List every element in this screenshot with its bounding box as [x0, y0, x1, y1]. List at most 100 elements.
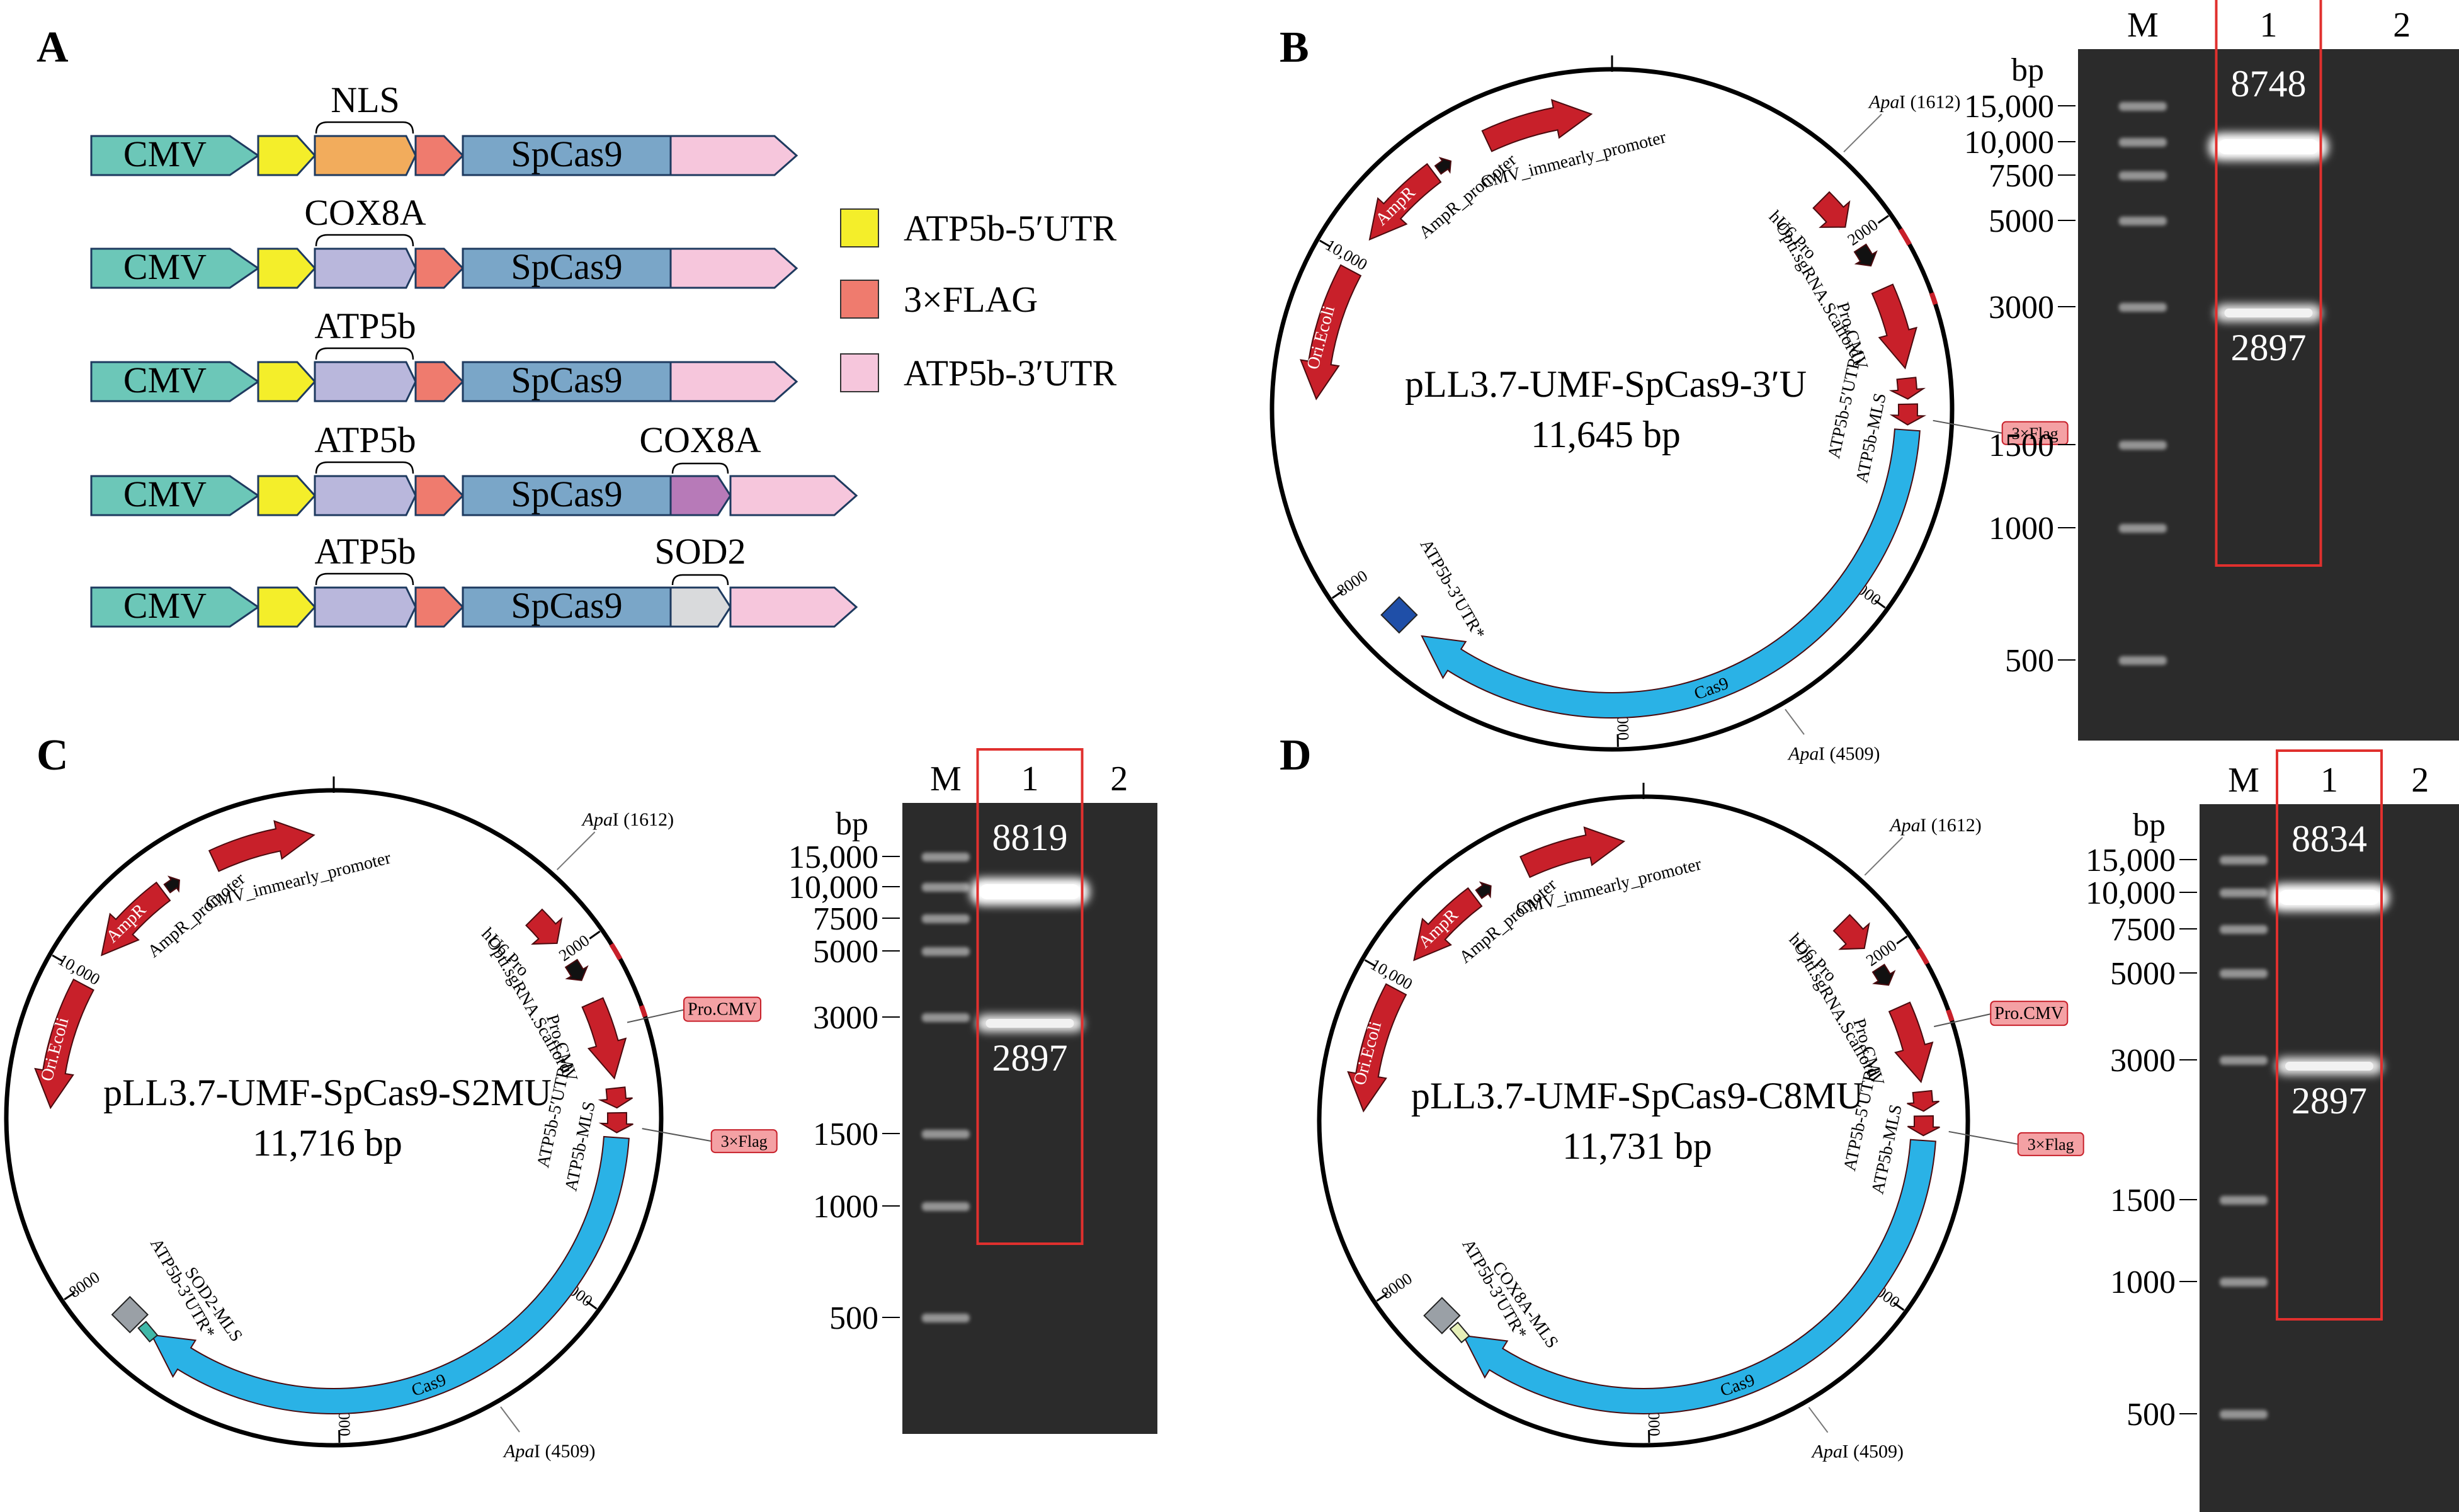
ladder-size-label: 1000 [813, 1189, 878, 1225]
cmv-promoter-arrow [1481, 99, 1593, 152]
cmv-block [90, 247, 260, 289]
position-tick [1319, 239, 1331, 248]
lane-highlight-box [2276, 749, 2383, 1321]
signal-bracket [315, 347, 414, 360]
ori-arrow [1347, 983, 1407, 1113]
band-size-label-small: 2897 [2231, 327, 2307, 368]
position-tick [1874, 600, 1886, 609]
band-size-label-large: 8819 [992, 817, 1068, 858]
apa1-label-suffix: I (1612) [1920, 815, 1981, 836]
ladder-band [2118, 102, 2167, 111]
n-terminal-signal-block [314, 361, 417, 402]
ladder-band [921, 1314, 970, 1322]
ladder-unit-label: bp [836, 806, 868, 842]
position-tick [1877, 215, 1889, 224]
ladder-band [2118, 524, 2167, 533]
ladder-band [921, 947, 970, 956]
lane-highlight-box [976, 748, 1084, 1245]
plasmid-name: pLL3.7-UMF-SpCas9-C8MU [1411, 1075, 1863, 1117]
ladder-size-label: 7500 [1989, 158, 2054, 194]
pro-cmv-callout-label: Pro.CMV [1994, 1004, 2064, 1023]
lane-label: M [930, 759, 962, 799]
apa1-label: Apa [1868, 91, 1899, 112]
lane-label: 2 [1110, 759, 1128, 799]
position-tick [64, 1292, 76, 1300]
ladder-band [2118, 171, 2167, 180]
ladder-size-label: 1000 [1989, 511, 2054, 547]
ladder-size-label: 500 [2127, 1397, 2176, 1433]
hu6-arrow [1832, 914, 1870, 950]
n-terminal-signal-block [314, 135, 417, 176]
signal-label: ATP5b [314, 305, 416, 346]
flag-callout-box [2017, 1132, 2084, 1156]
apa1-label-suffix: I (1612) [1899, 91, 1960, 112]
cas9-arrow [150, 1135, 630, 1414]
signal-bracket [315, 234, 414, 247]
n-terminal-signal-block [314, 586, 417, 628]
utr5-block [257, 361, 317, 402]
utr3-marker [1423, 1297, 1461, 1334]
cas9-label: SpCas9 [511, 246, 622, 287]
ampr-arrow [1413, 887, 1483, 962]
apa2-label: Apa [503, 1441, 534, 1462]
pro-cmv-arrow [1888, 1001, 1934, 1084]
utr3-block [669, 135, 798, 176]
position-tick [1893, 1302, 1905, 1311]
ampr-arrow [1368, 162, 1442, 241]
ladder-size-label: 7500 [813, 901, 878, 937]
ladder-size-label: 10,000 [788, 870, 878, 906]
ladder-size-label: 5000 [813, 934, 878, 970]
band-size-label-large: 8748 [2231, 63, 2307, 105]
ladder-band [2220, 1278, 2268, 1287]
ladder-band [921, 1130, 970, 1139]
pro-cmv-callout-label: Pro.CMV [688, 1000, 757, 1020]
cas9-label: SpCas9 [511, 585, 622, 626]
utr5-block [257, 475, 317, 516]
lane-label: M [2228, 761, 2259, 800]
position-tick-label: 8000 [1334, 567, 1371, 600]
band-size-label-small: 2897 [2291, 1080, 2367, 1122]
ladder-size-label: 1500 [813, 1117, 878, 1152]
cas9-arrow [1421, 428, 1921, 719]
sample-band-large-core [979, 884, 1081, 899]
cas9-block [462, 586, 672, 628]
utr3-marker [111, 1295, 149, 1334]
legend-label: ATP5b-3′UTR [904, 353, 1116, 394]
signal-bracket [315, 121, 414, 134]
mls-label: ATP5b-MLS [1852, 392, 1890, 485]
c-terminal-signal-block [669, 475, 732, 516]
c-terminal-signal-block [669, 586, 732, 628]
lane-label: 1 [2320, 761, 2338, 800]
flag-callout-label: 3×Flag [2028, 1135, 2074, 1154]
utr5-block [257, 247, 317, 289]
sample-band-small-core [2224, 309, 2313, 317]
ladder-size-label: 15,000 [788, 839, 878, 875]
flag-block [414, 247, 465, 289]
ladder-size-label: 500 [2005, 643, 2054, 679]
panel-label-b: B [1280, 23, 1309, 72]
apa-site-mark-2 [1946, 1009, 1955, 1022]
ampr-promoter-arrow [1475, 881, 1492, 899]
cmv-block [90, 135, 260, 176]
plasmid-size: 11,645 bp [1531, 414, 1681, 455]
ladder-band [2220, 889, 2268, 897]
signal-bracket [315, 461, 414, 474]
cmv-promoter-arrow [1519, 826, 1626, 878]
lane-highlight-box [2215, 0, 2322, 567]
utr5-arrow [1904, 1089, 1940, 1112]
apa-site-mark [1898, 227, 1912, 246]
flag-block [414, 586, 465, 628]
legend-swatch [840, 353, 879, 392]
cas9-label: SpCas9 [511, 134, 622, 174]
n-terminal-signal-block [314, 475, 417, 516]
lane-label: 1 [1021, 759, 1039, 799]
ladder-band [2220, 1056, 2268, 1065]
apa2-label-suffix: I (4509) [1819, 743, 1880, 764]
mls-arrow [1889, 403, 1927, 426]
cas9-label: SpCas9 [511, 474, 622, 514]
ladder-size-label: 1500 [2110, 1183, 2176, 1219]
utr3-marker [1380, 596, 1418, 634]
